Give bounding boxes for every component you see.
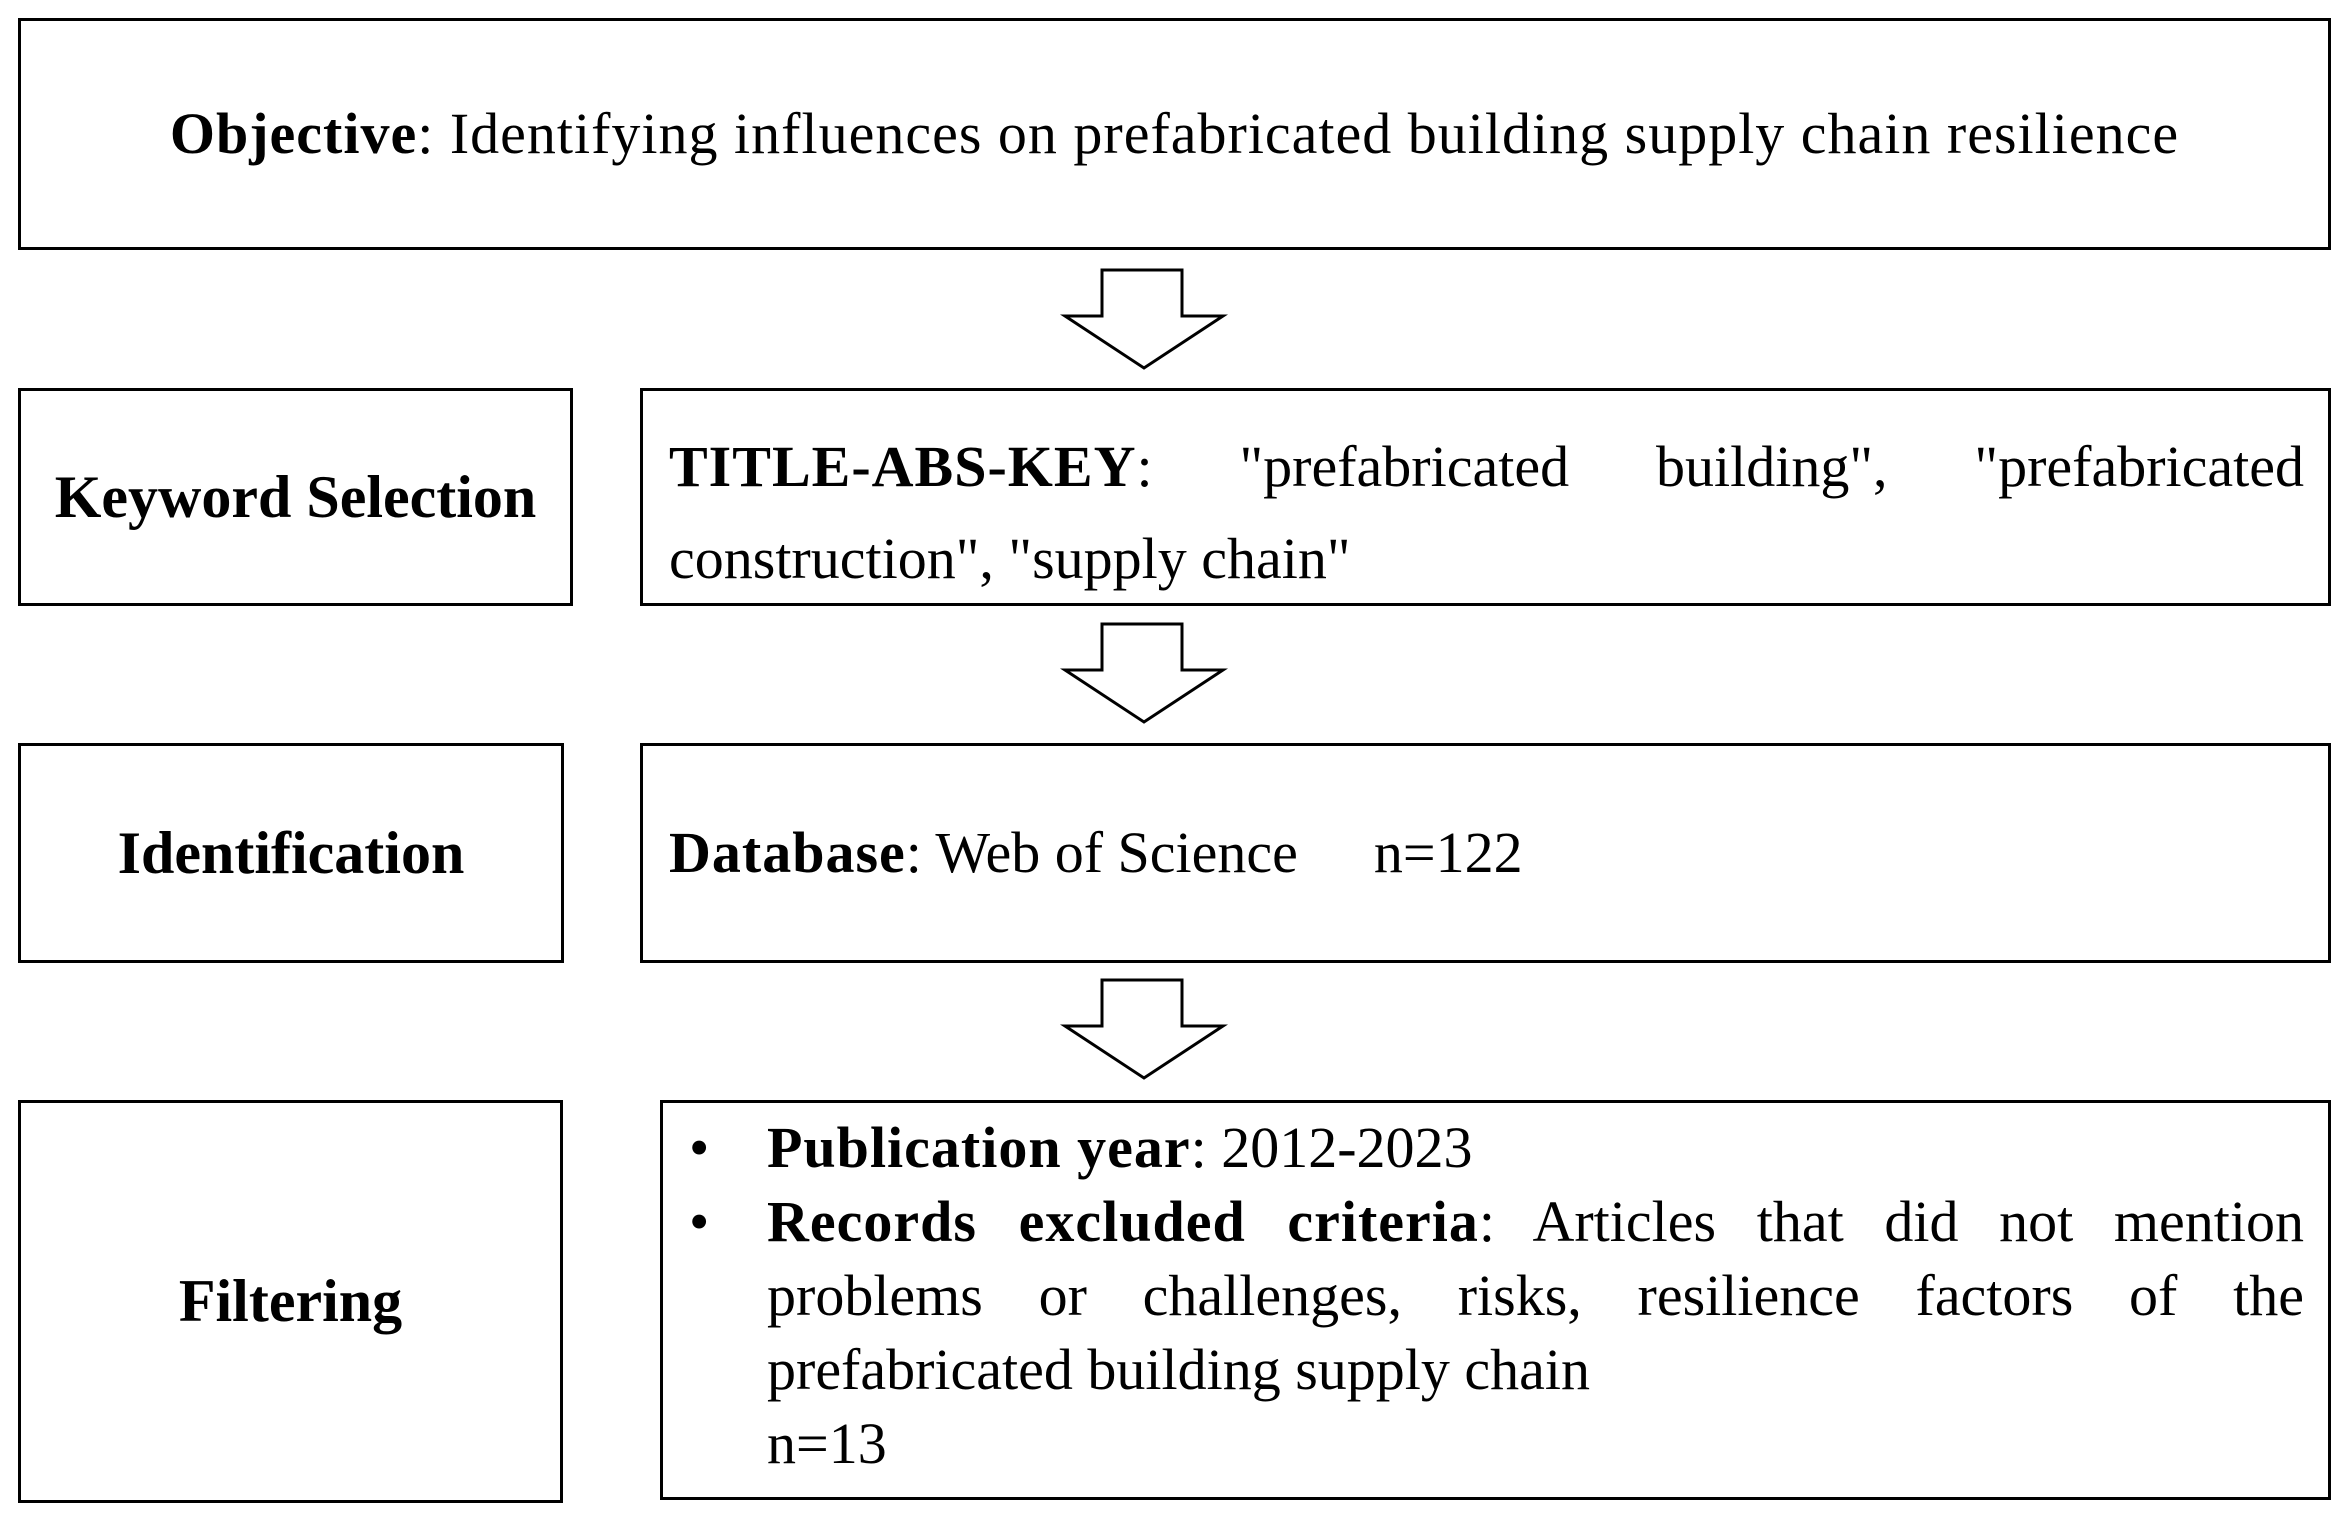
down-arrow-icon: [1060, 622, 1228, 724]
identification-label: Identification: [117, 819, 465, 886]
criteria-term: Records excluded criteria: [767, 1189, 1479, 1254]
criteria-item: • Records excluded criteria: Articles th…: [663, 1185, 2304, 1407]
down-arrow-icon: [1060, 978, 1228, 1080]
filtering-box: Filtering: [18, 1100, 563, 1503]
keyword-query-term: TITLE-ABS-KEY: [669, 434, 1137, 499]
filtering-criteria-box: • Publication year: 2012-2023 • Records …: [660, 1100, 2331, 1500]
criteria-text: : 2012-2023: [1190, 1115, 1473, 1180]
filtering-label: Filtering: [178, 1268, 403, 1334]
bullet-icon: •: [689, 1189, 710, 1254]
keyword-query-text: : "prefabricated building", "prefabricat…: [669, 434, 2304, 591]
objective-box: Objective: Identifying influences on pre…: [18, 18, 2331, 250]
keyword-query-box: TITLE-ABS-KEY: "prefabricated building",…: [640, 388, 2331, 606]
keyword-query-content: TITLE-ABS-KEY: "prefabricated building",…: [669, 421, 2304, 605]
objective-text: : Identifying influences on prefabricate…: [417, 101, 2180, 166]
identification-count: n=122: [1373, 820, 1523, 885]
objective-content: Objective: Identifying influences on pre…: [170, 88, 2179, 180]
filtering-criteria-list: • Publication year: 2012-2023 • Records …: [663, 1111, 2304, 1407]
down-arrow-icon: [1060, 268, 1228, 370]
keyword-selection-label: Keyword Selection: [54, 463, 537, 530]
criteria-text: : Articles that did not mention problems…: [767, 1189, 2304, 1402]
filtering-count: n=13: [767, 1411, 887, 1476]
keyword-selection-box: Keyword Selection: [18, 388, 573, 606]
criteria-term: Publication year: [767, 1115, 1191, 1180]
database-text: : Web of Science: [905, 820, 1298, 885]
database-content: Database: Web of Science n=122: [669, 807, 1523, 899]
criteria-item: • Publication year: 2012-2023: [663, 1111, 2304, 1185]
database-term: Database: [669, 820, 906, 885]
objective-label: Objective: [169, 101, 418, 166]
bullet-icon: •: [689, 1115, 710, 1180]
identification-box: Identification: [18, 743, 564, 963]
database-box: Database: Web of Science n=122: [640, 743, 2331, 963]
